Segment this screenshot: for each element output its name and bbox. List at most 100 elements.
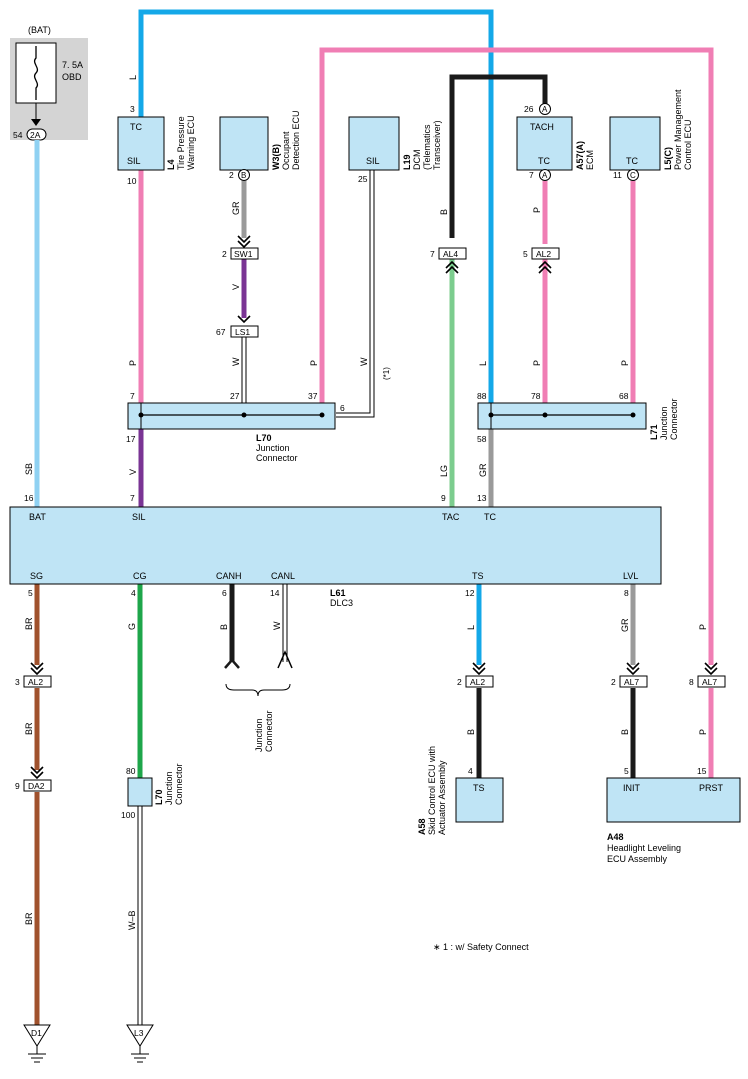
wc-br-1: BR — [24, 617, 34, 630]
l70-bottom-junction — [127, 777, 153, 807]
l71-junction — [477, 402, 647, 430]
l70b-pin-in: 80 — [126, 766, 136, 776]
dlc3-term-tc: TC — [484, 512, 496, 522]
fuse-bat-label: (BAT) — [28, 25, 51, 35]
l19-component — [348, 116, 400, 171]
svg-text:Junction: Junction — [254, 718, 264, 752]
svg-text:2: 2 — [611, 677, 616, 687]
wc-l-l71: L — [478, 361, 488, 366]
l70b-pin-out: 100 — [121, 810, 135, 820]
svg-text:3: 3 — [15, 677, 20, 687]
a58-label: A58 Skid Control ECU with Actuator Assem… — [417, 746, 447, 835]
svg-text:SW1: SW1 — [234, 249, 253, 259]
wc-l-top: L — [128, 75, 138, 80]
canl-end-icon — [277, 650, 293, 669]
svg-text:AL7: AL7 — [702, 677, 717, 687]
l70-node-27 — [241, 412, 247, 418]
dlc3-code: L61 — [330, 588, 346, 598]
l70-pin-27: 27 — [230, 391, 240, 401]
l70b-label: L70 Junction Connector — [154, 763, 184, 805]
a57-term-tc: TC — [538, 156, 550, 166]
wc-v-sw1: V — [231, 284, 241, 290]
l71-pin-78: 78 — [531, 391, 541, 401]
svg-text:L70: L70 — [154, 789, 164, 805]
wc-wb: W–B — [127, 910, 137, 930]
dlc3-term-canl: CANL — [271, 571, 295, 581]
svg-text:9: 9 — [15, 781, 20, 791]
wc-br-2: BR — [24, 722, 34, 735]
svg-text:LS1: LS1 — [235, 327, 250, 337]
l71-pin-88: 88 — [477, 391, 487, 401]
l70-code: L70 — [256, 433, 272, 443]
a57-conn-bottom-circle — [539, 169, 551, 181]
svg-text:A58: A58 — [417, 818, 427, 835]
canh-end-icon — [224, 658, 240, 669]
dlc3-pin-13: 13 — [477, 493, 487, 503]
fuse-icon — [33, 46, 39, 100]
a58-pin: 4 — [468, 766, 473, 776]
l4-term-tc: TC — [130, 122, 142, 132]
da2-connector: DA2 9 — [15, 766, 52, 792]
wc-p-l5: P — [620, 360, 630, 366]
l5-pin: 11 — [613, 170, 622, 180]
dlc3-term-tac: TAC — [442, 512, 460, 522]
wc-p-a57b: P — [532, 360, 542, 366]
svg-text:Control ECU: Control ECU — [683, 119, 693, 170]
dlc3-term-sil: SIL — [132, 512, 146, 522]
svg-text:Junction: Junction — [659, 406, 669, 440]
l71-pin-58: 58 — [477, 434, 487, 444]
can-junction-label: Junction Connector — [254, 710, 274, 752]
wc-l-ts: L — [466, 625, 476, 630]
dlc3-connector — [9, 506, 662, 585]
ls1-connector: LS1 67 — [216, 315, 259, 338]
dlc3-pin-12: 12 — [465, 588, 475, 598]
l71-label: L71 Junction Connector — [649, 398, 679, 440]
svg-text:L71: L71 — [649, 424, 659, 440]
al7-lvl-connector: AL7 2 — [611, 662, 648, 688]
wire-code-labels: L SB P V GR V W P W (*1) B LG P P P L GR… — [24, 75, 708, 930]
l4-pin-top: 3 — [130, 104, 135, 114]
l5-conn: C — [630, 171, 636, 180]
dlc3-term-lvl: LVL — [623, 571, 638, 581]
a48-name-1: Headlight Leveling — [607, 843, 681, 853]
wire-b-tach — [449, 74, 548, 238]
w3-conn-circle — [238, 169, 250, 181]
footnote: ∗ 1 : w/ Safety Connect — [433, 942, 529, 952]
l70-pin-6: 6 — [340, 403, 345, 413]
svg-text:(Telematics: (Telematics — [422, 124, 432, 170]
l71-node-68 — [630, 412, 636, 418]
l70-junction — [127, 402, 336, 430]
al4-connector: AL4 7 — [430, 247, 467, 274]
wc-gr-lvl: GR — [620, 618, 630, 632]
a57-pin-bottom: 7 — [529, 170, 534, 180]
wc-w-l19: W — [359, 357, 369, 366]
dlc3-pin-4: 4 — [131, 588, 136, 598]
dlc3-term-cg: CG — [133, 571, 147, 581]
a57-conn-top: A — [542, 105, 548, 114]
l4-term-sil: SIL — [127, 156, 141, 166]
wc-b-lvl: B — [620, 729, 630, 735]
svg-text:Actuator Assembly: Actuator Assembly — [437, 760, 447, 835]
a57-conn-top-circle — [539, 103, 551, 115]
wc-b-ts: B — [466, 729, 476, 735]
a57-pin-top: 26 — [524, 104, 534, 114]
svg-text:67: 67 — [216, 327, 226, 337]
wc-note-ref: (*1) — [382, 367, 391, 380]
l70-pin-17: 17 — [126, 434, 136, 444]
wc-b-dcm: B — [439, 209, 449, 215]
fuse-connector-code: 2A — [30, 130, 41, 140]
svg-text:AL7: AL7 — [624, 677, 639, 687]
wc-v-dlc: V — [128, 469, 138, 475]
l70-pin-37: 37 — [308, 391, 318, 401]
a48-component — [606, 777, 741, 823]
svg-text:Connector: Connector — [264, 710, 274, 752]
a57-conn-bottom: A — [542, 171, 548, 180]
al2-sg-connector: AL2 3 — [15, 662, 52, 688]
svg-text:W3(B): W3(B) — [271, 144, 281, 170]
dlc3-pin-5: 5 — [28, 588, 33, 598]
svg-text:Junction: Junction — [164, 771, 174, 805]
wc-p-prst-1: P — [698, 624, 708, 630]
svg-text:Power Management: Power Management — [673, 89, 683, 170]
l19-label: L19 DCM (Telematics Transceiver) — [402, 120, 442, 170]
svg-text:Connector: Connector — [669, 398, 679, 440]
